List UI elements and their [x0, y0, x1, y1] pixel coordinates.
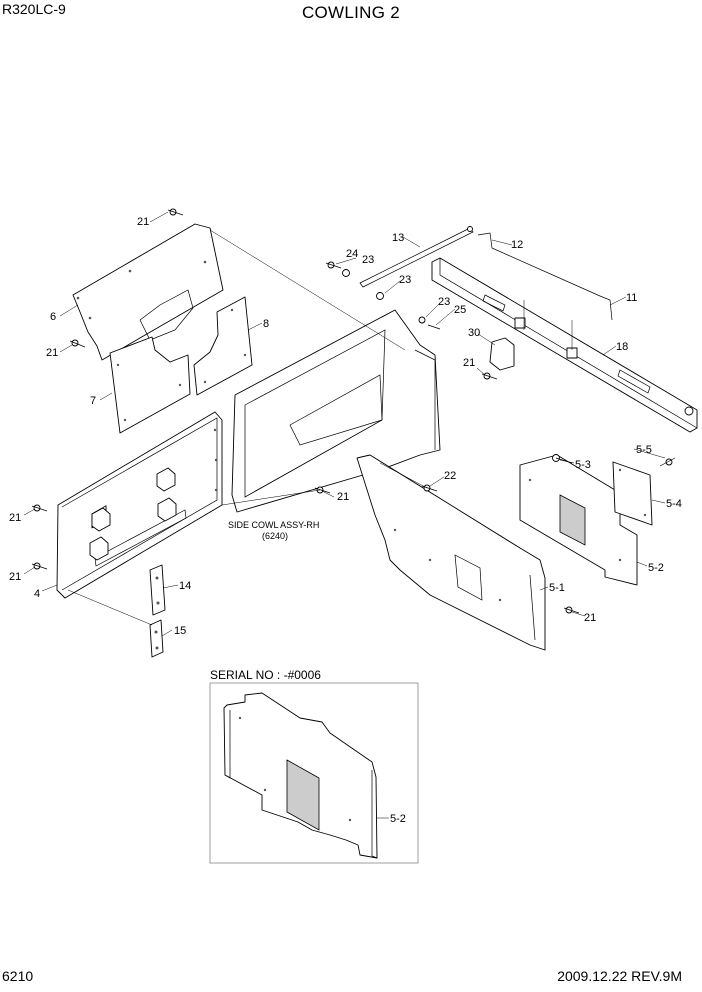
callout-13: 13: [392, 232, 404, 244]
page-title: COWLING 2: [301, 3, 401, 22]
washer-23b: [376, 292, 384, 300]
date-revision: 2009.12.22 REV.9M: [557, 968, 682, 984]
part-30-clip: [489, 337, 515, 371]
bolt-21g: [563, 606, 580, 614]
callout-24: 24: [346, 248, 358, 260]
callout-5-1: 5-1: [549, 582, 565, 594]
side-cowl-ref: (6240): [262, 531, 288, 541]
side-cowl-assy: [231, 309, 441, 513]
alignment-lines: [67, 229, 573, 626]
part-13-rod: [359, 226, 474, 288]
washer-23c: [418, 316, 426, 324]
part-12-rod: [477, 232, 613, 321]
callout-5-4: 5-4: [666, 498, 682, 510]
bolt-21c: [481, 372, 498, 380]
model-name: R320LC-9: [2, 1, 66, 17]
callout-25: 25: [454, 304, 466, 316]
bolt-25: [427, 324, 441, 330]
callout-labels: 21 6 21 7 8 13 24 23 23 12 23 25 11 30 1…: [9, 216, 682, 637]
callout-4: 4: [34, 588, 40, 600]
washer-23a: [342, 269, 350, 277]
part-18-rail: [431, 257, 698, 433]
callout-5-5: 5-5: [636, 444, 652, 456]
callout-21: 21: [46, 347, 58, 359]
bolt-21e: [31, 504, 48, 512]
callout-30: 30: [468, 327, 480, 339]
part-5-1-panel: [356, 454, 546, 651]
bolt-21a: [167, 208, 184, 216]
serial-inset: SERIAL NO : -#0006 5-2: [209, 668, 419, 864]
part-4-side-cover: [56, 411, 223, 599]
bolt-21b: [69, 339, 86, 348]
callout-11: 11: [626, 292, 637, 304]
part-5-2-panel: [519, 454, 638, 586]
callout-23: 23: [362, 254, 374, 266]
callout-21: 21: [9, 512, 21, 524]
serial-label: SERIAL NO : -#0006: [210, 668, 321, 682]
callout-21: 21: [137, 216, 149, 228]
page-number: 6210: [2, 968, 34, 984]
callout-8: 8: [263, 318, 269, 330]
callout-7: 7: [90, 395, 96, 407]
callout-21: 21: [9, 571, 21, 583]
bolt-21f: [31, 562, 48, 570]
part-8-plate: [193, 296, 253, 396]
callout-21: 21: [337, 491, 349, 503]
callout-22: 22: [444, 470, 456, 482]
callout-21: 21: [463, 357, 475, 369]
leader-lines: [23, 211, 666, 637]
side-cowl-label: SIDE COWL ASSY-RH: [228, 520, 319, 530]
part-14-bracket: [149, 564, 166, 616]
callout-5-2-inset: 5-2: [390, 813, 406, 825]
bolt-21d: [314, 486, 331, 494]
bolt-24: [325, 261, 342, 269]
part-7-plate: [109, 336, 191, 434]
callout-5-2: 5-2: [648, 562, 664, 574]
callout-23: 23: [438, 296, 450, 308]
callout-23: 23: [399, 274, 411, 286]
callout-18: 18: [616, 341, 628, 353]
bolt-5-5: [659, 457, 676, 467]
callout-5-3: 5-3: [575, 459, 591, 471]
callout-21: 21: [584, 612, 596, 624]
callout-14: 14: [179, 580, 191, 592]
callout-15: 15: [174, 625, 186, 637]
part-5-4-plate: [612, 461, 653, 526]
callout-12: 12: [511, 239, 523, 251]
callout-6: 6: [50, 311, 56, 323]
part-15-bracket: [149, 619, 164, 658]
